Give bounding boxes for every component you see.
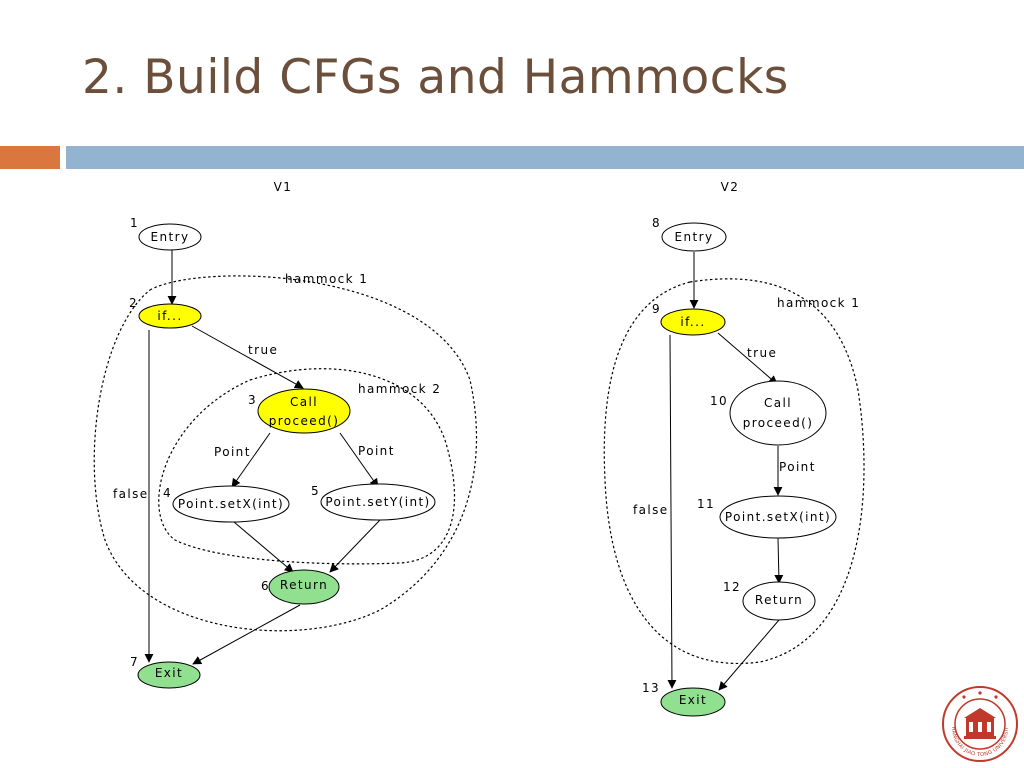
v1-edge-setx-return — [233, 521, 294, 573]
v1-node-exit-num: 7 — [130, 655, 139, 669]
v2-edge-label-true: true — [747, 346, 777, 360]
v1-hammock-2-label: hammock 2 — [358, 382, 441, 396]
v1-node-return: Return 6 — [261, 569, 340, 605]
v2-edge-if-call — [717, 332, 778, 385]
v1-node-call-num: 3 — [248, 393, 257, 407]
v2-node-exit-label: Exit — [679, 693, 707, 707]
v1-edge-label-point-left: Point — [214, 445, 251, 459]
v2-node-call-num: 10 — [710, 394, 728, 408]
v2-edge-if-exit — [667, 334, 677, 689]
v1-edge-return-exit — [192, 604, 301, 665]
v2-node-if: if... 9 — [652, 302, 726, 336]
v2-edge-label-point: Point — [779, 460, 816, 474]
university-seal-icon: SHANGHAI JIAO TONG UNIVERSITY — [940, 684, 1018, 762]
v1-node-call-label-line1: Call — [290, 395, 318, 409]
v1-node-entry-label: Entry — [151, 230, 190, 244]
v1-node-setx-num: 4 — [163, 486, 172, 500]
v2-node-setx: Point.setX(int) 11 — [697, 495, 837, 539]
v2-node-if-num: 9 — [652, 302, 661, 316]
v2-node-setx-label: Point.setX(int) — [725, 510, 831, 524]
v1-node-if-label: if... — [157, 309, 182, 323]
v2-node-if-label: if... — [680, 315, 705, 329]
v1-node-sety-label: Point.setY(int) — [325, 495, 430, 509]
v2-node-return-label: Return — [755, 593, 803, 607]
v1-heading: V1 — [274, 180, 293, 194]
v2-edge-label-false: false — [633, 503, 669, 517]
v2-node-exit: Exit 13 — [642, 681, 726, 717]
v2-hammock-1-outline — [603, 278, 865, 664]
v1-hammock-1-label: hammock 1 — [285, 272, 368, 286]
v1-node-return-num: 6 — [261, 579, 270, 593]
v1-node-sety-num: 5 — [311, 484, 320, 498]
accent-bar — [0, 146, 60, 169]
slide-title: 2. Build CFGs and Hammocks — [82, 50, 789, 105]
v2-hammock-1-label: hammock 1 — [777, 296, 860, 310]
v2-node-entry-label: Entry — [675, 230, 714, 244]
v1-edge-call-sety — [339, 432, 379, 488]
v2-node-call-label-line1: Call — [764, 396, 792, 410]
v2-edge-setx-return — [774, 537, 784, 584]
v2-node-call: Call proceed() 10 — [710, 380, 827, 446]
v1-hammock-2-outline — [158, 368, 456, 565]
v2-node-entry-num: 8 — [652, 216, 661, 230]
v1-edge-call-setx — [231, 432, 271, 488]
v1-edge-if-call — [191, 325, 304, 389]
header-bar — [66, 146, 1024, 169]
v1-node-sety: Point.setY(int) 5 — [311, 483, 436, 521]
v1-hammock-1-outline — [93, 275, 478, 632]
v2-node-return: Return 12 — [723, 580, 816, 621]
v2-edge-return-exit — [718, 619, 780, 691]
v1-node-call-label-line2: proceed() — [269, 414, 340, 428]
v2-node-call-label-line2: proceed() — [743, 416, 814, 430]
v1-edge-sety-return — [329, 519, 381, 573]
v1-node-exit-label: Exit — [155, 666, 183, 680]
v1-node-exit: Exit 7 — [130, 655, 201, 689]
v1-node-setx: Point.setX(int) 4 — [163, 485, 290, 523]
v2-node-setx-num: 11 — [697, 497, 715, 511]
v1-node-call: Call proceed() 3 — [248, 388, 351, 434]
v1-edge-label-true: true — [248, 343, 278, 357]
v1-edge-label-false: false — [113, 487, 149, 501]
v1-node-entry: Entry 1 — [130, 216, 202, 251]
v1-node-if-num: 2 — [129, 296, 138, 310]
v1-node-entry-num: 1 — [130, 216, 139, 230]
v2-node-exit-num: 13 — [642, 681, 660, 695]
v1-node-setx-label: Point.setX(int) — [178, 497, 284, 511]
v1-node-return-label: Return — [280, 578, 328, 592]
v2-node-entry: Entry 8 — [652, 216, 727, 252]
v2-node-return-num: 12 — [723, 580, 741, 594]
v1-edge-label-point-right: Point — [358, 444, 395, 458]
v2-heading: V2 — [721, 180, 740, 194]
v1-node-if: if... 2 — [129, 296, 202, 329]
